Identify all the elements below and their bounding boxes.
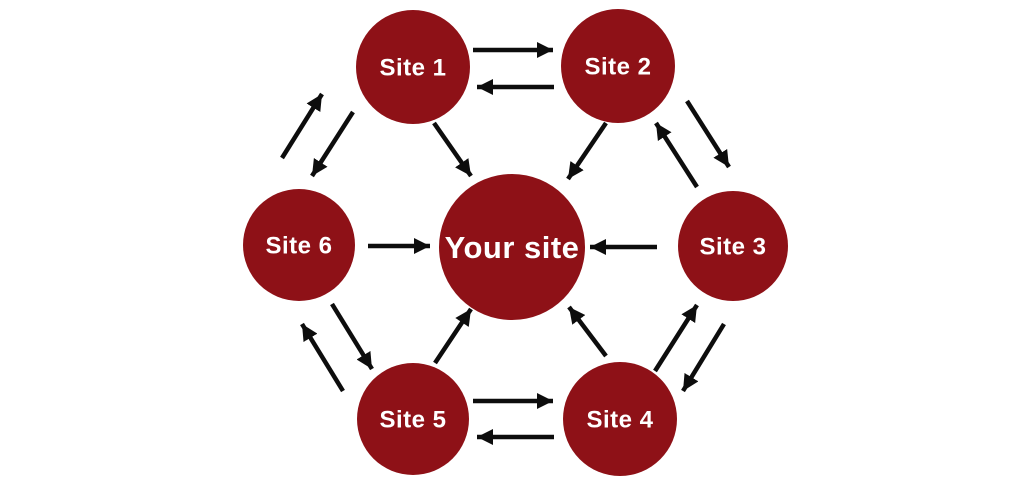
arrow-site-1-to-your-site xyxy=(432,121,473,178)
site-5-circle xyxy=(357,363,469,475)
site-6-label: Site 6 xyxy=(265,232,332,259)
node-site-2: Site 2 xyxy=(561,9,675,123)
node-your-site: Your site xyxy=(439,174,585,320)
site-3-label: Site 3 xyxy=(699,233,766,260)
node-site-3: Site 3 xyxy=(678,191,788,301)
node-site-5: Site 5 xyxy=(357,363,469,475)
site-4-circle xyxy=(563,362,677,476)
node-site-4: Site 4 xyxy=(563,362,677,476)
arrow-site-2-to-site-3 xyxy=(685,99,731,169)
your-site-circle xyxy=(439,174,585,320)
arrow-site-6-to-site-1 xyxy=(280,92,324,160)
site-1-label: Site 1 xyxy=(379,54,446,81)
site-1-circle xyxy=(356,10,470,124)
arrow-site-3-to-site-4 xyxy=(681,322,726,393)
arrow-site-3-to-site-2 xyxy=(654,121,699,189)
site-4-label: Site 4 xyxy=(586,406,653,433)
your-site-label: Your site xyxy=(445,230,580,265)
site-6-circle xyxy=(243,189,355,301)
arrow-site-5-to-your-site xyxy=(433,307,473,365)
arrow-site-2-to-your-site xyxy=(566,121,608,181)
arrow-site-4-to-site-3 xyxy=(653,303,699,373)
site-3-circle xyxy=(678,191,788,301)
node-site-1: Site 1 xyxy=(356,10,470,124)
arrow-site-1-to-site-6 xyxy=(310,110,355,178)
site-5-label: Site 5 xyxy=(379,406,446,433)
arrow-site-4-to-your-site xyxy=(567,305,608,358)
site-2-label: Site 2 xyxy=(584,53,651,80)
site-2-circle xyxy=(561,9,675,123)
arrow-site-5-to-site-6 xyxy=(300,322,345,393)
arrow-site-6-to-site-5 xyxy=(330,302,374,371)
node-site-6: Site 6 xyxy=(243,189,355,301)
